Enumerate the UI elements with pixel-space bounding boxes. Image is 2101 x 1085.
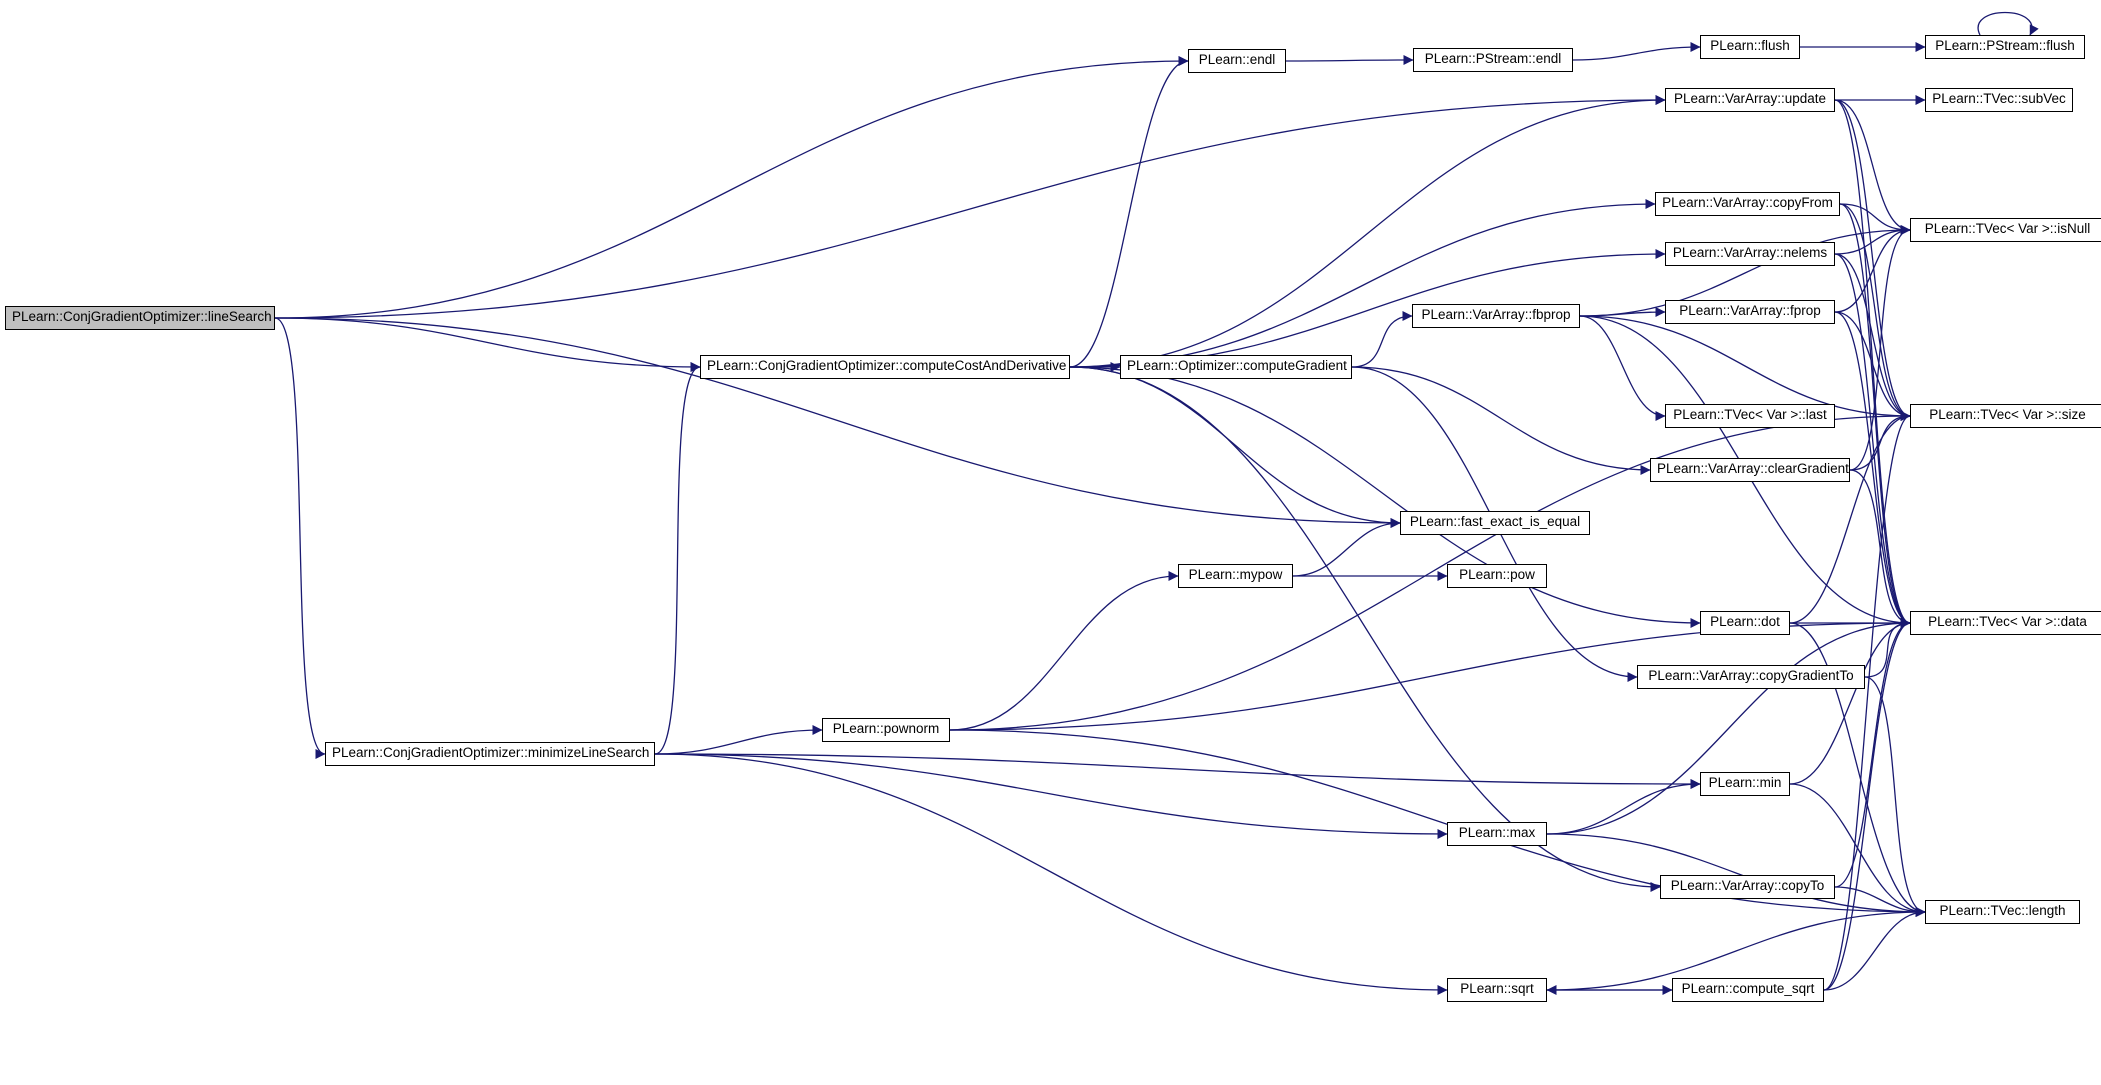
node-minimizeLS[interactable]: PLearn::ConjGradientOptimizer::minimizeL… [325,742,655,766]
node-lineSearch[interactable]: PLearn::ConjGradientOptimizer::lineSearc… [5,306,275,330]
edge-computeSqrt-to-length [1823,907,1926,991]
node-last[interactable]: PLearn::TVec< Var >::last [1665,404,1835,428]
edge-computeGradient-to-clearGradient [1351,366,1651,475]
edge-minimizeLS-to-max [654,753,1448,839]
edge-lineSearch-to-computeCost [274,317,701,372]
node-copyTo[interactable]: PLearn::VarArray::copyTo [1660,875,1835,899]
edge-nelems-to-isNull [1834,225,1911,255]
edge-fprop-to-isNull [1834,225,1911,313]
node-update[interactable]: PLearn::VarArray::update [1665,88,1835,112]
edge-endl-to-pendl [1285,55,1414,66]
node-fastEq[interactable]: PLearn::fast_exact_is_equal [1400,511,1590,535]
edge-fbprop-to-fprop [1579,307,1666,318]
node-max[interactable]: PLearn::max [1447,822,1547,846]
node-computeGradient[interactable]: PLearn::Optimizer::computeGradient [1120,355,1352,379]
edge-max-to-data [1546,618,1911,835]
edge-mypow-to-fastEq [1292,518,1401,577]
edge-lineSearch-to-update [274,95,1666,319]
edge-pownorm-to-mypow [949,571,1179,731]
node-sqrt[interactable]: PLearn::sqrt [1447,978,1547,1002]
node-computeSqrt[interactable]: PLearn::compute_sqrt [1672,978,1824,1002]
edge-fbprop-to-isNull [1579,225,1911,317]
node-dot[interactable]: PLearn::dot [1700,611,1790,635]
node-flush[interactable]: PLearn::flush [1700,35,1800,59]
edge-minimizeLS-to-sqrt [654,753,1448,995]
edge-copyFrom-to-size [1839,203,1911,421]
edge-computeCost-to-dot [1069,366,1701,628]
edge-fbprop-to-size [1579,315,1911,421]
edge-copyTo-to-length [1834,886,1926,917]
edge-computeSqrt-to-size [1823,411,1911,991]
node-fbprop[interactable]: PLearn::VarArray::fbprop [1412,304,1580,328]
node-copyFrom[interactable]: PLearn::VarArray::copyFrom [1655,192,1840,216]
edge-lineSearch-to-minimizeLS [274,317,326,759]
edge-computeCost-to-endl [1069,56,1189,368]
edge-minimizeLS-to-pownorm [654,725,823,755]
edge-fbprop-to-last [1579,315,1666,421]
node-length[interactable]: PLearn::TVec::length [1925,900,2080,924]
node-nelems[interactable]: PLearn::VarArray::nelems [1665,242,1835,266]
edge-max-to-min [1546,779,1701,835]
edge-dot-to-size [1789,411,1911,624]
edge-computeGradient-to-fbprop [1351,311,1413,368]
edge-fprop-to-data [1834,311,1911,628]
node-copyGradientTo[interactable]: PLearn::VarArray::copyGradientTo [1637,665,1865,689]
edge-max-to-length [1546,833,1926,917]
edge-clearGradient-to-isNull [1849,225,1911,471]
edge-update-to-size [1834,99,1911,421]
edge-copyGradientTo-to-length [1864,676,1926,917]
edge-nelems-to-data [1834,253,1911,628]
edge-dot-to-length [1789,622,1926,917]
edge-computeCost-to-update [1069,95,1666,368]
node-fprop[interactable]: PLearn::VarArray::fprop [1665,300,1835,324]
edge-pendl-to-flush [1572,42,1701,61]
edge-computeCost-to-copyFrom [1069,199,1656,368]
node-mypow[interactable]: PLearn::mypow [1178,564,1293,588]
edge-computeCost-to-fastEq [1069,366,1401,528]
edge-sqrt-to-length [1546,907,1926,991]
edge-nelems-to-size [1834,253,1911,421]
edge-computeCost-to-copyTo [1069,366,1661,892]
node-isNull[interactable]: PLearn::TVec< Var >::isNull [1910,218,2101,242]
edge-fprop-to-size [1834,311,1911,421]
node-min[interactable]: PLearn::min [1700,772,1790,796]
edge-copyFrom-to-isNull [1839,203,1911,235]
edge-pflush-to-pflush [1977,11,2039,36]
node-data[interactable]: PLearn::TVec< Var >::data [1910,611,2101,635]
node-computeCost[interactable]: PLearn::ConjGradientOptimizer::computeCo… [700,355,1070,379]
node-pow[interactable]: PLearn::pow [1447,564,1547,588]
edge-lineSearch-to-endl [274,56,1189,319]
edge-clearGradient-to-data [1849,469,1911,628]
edge-pownorm-to-length [949,729,1926,917]
node-pendl[interactable]: PLearn::PStream::endl [1413,48,1573,72]
node-pownorm[interactable]: PLearn::pownorm [822,718,950,742]
edge-copyTo-to-data [1834,618,1911,888]
edge-minimizeLS-to-computeCost [654,362,701,755]
edge-clearGradient-to-size [1849,411,1911,471]
node-endl[interactable]: PLearn::endl [1188,49,1286,73]
edge-update-to-data [1834,99,1911,628]
edge-update-to-isNull [1834,99,1911,235]
node-subVec[interactable]: PLearn::TVec::subVec [1925,88,2073,112]
edge-minimizeLS-to-min [654,753,1701,789]
edge-computeSqrt-to-data [1823,618,1911,991]
edge-min-to-data [1789,618,1911,785]
edge-pownorm-to-size [949,411,1911,731]
node-pflush[interactable]: PLearn::PStream::flush [1925,35,2085,59]
node-size[interactable]: PLearn::TVec< Var >::size [1910,404,2101,428]
node-clearGradient[interactable]: PLearn::VarArray::clearGradient [1650,458,1850,482]
edge-lineSearch-to-fastEq [274,317,1401,528]
